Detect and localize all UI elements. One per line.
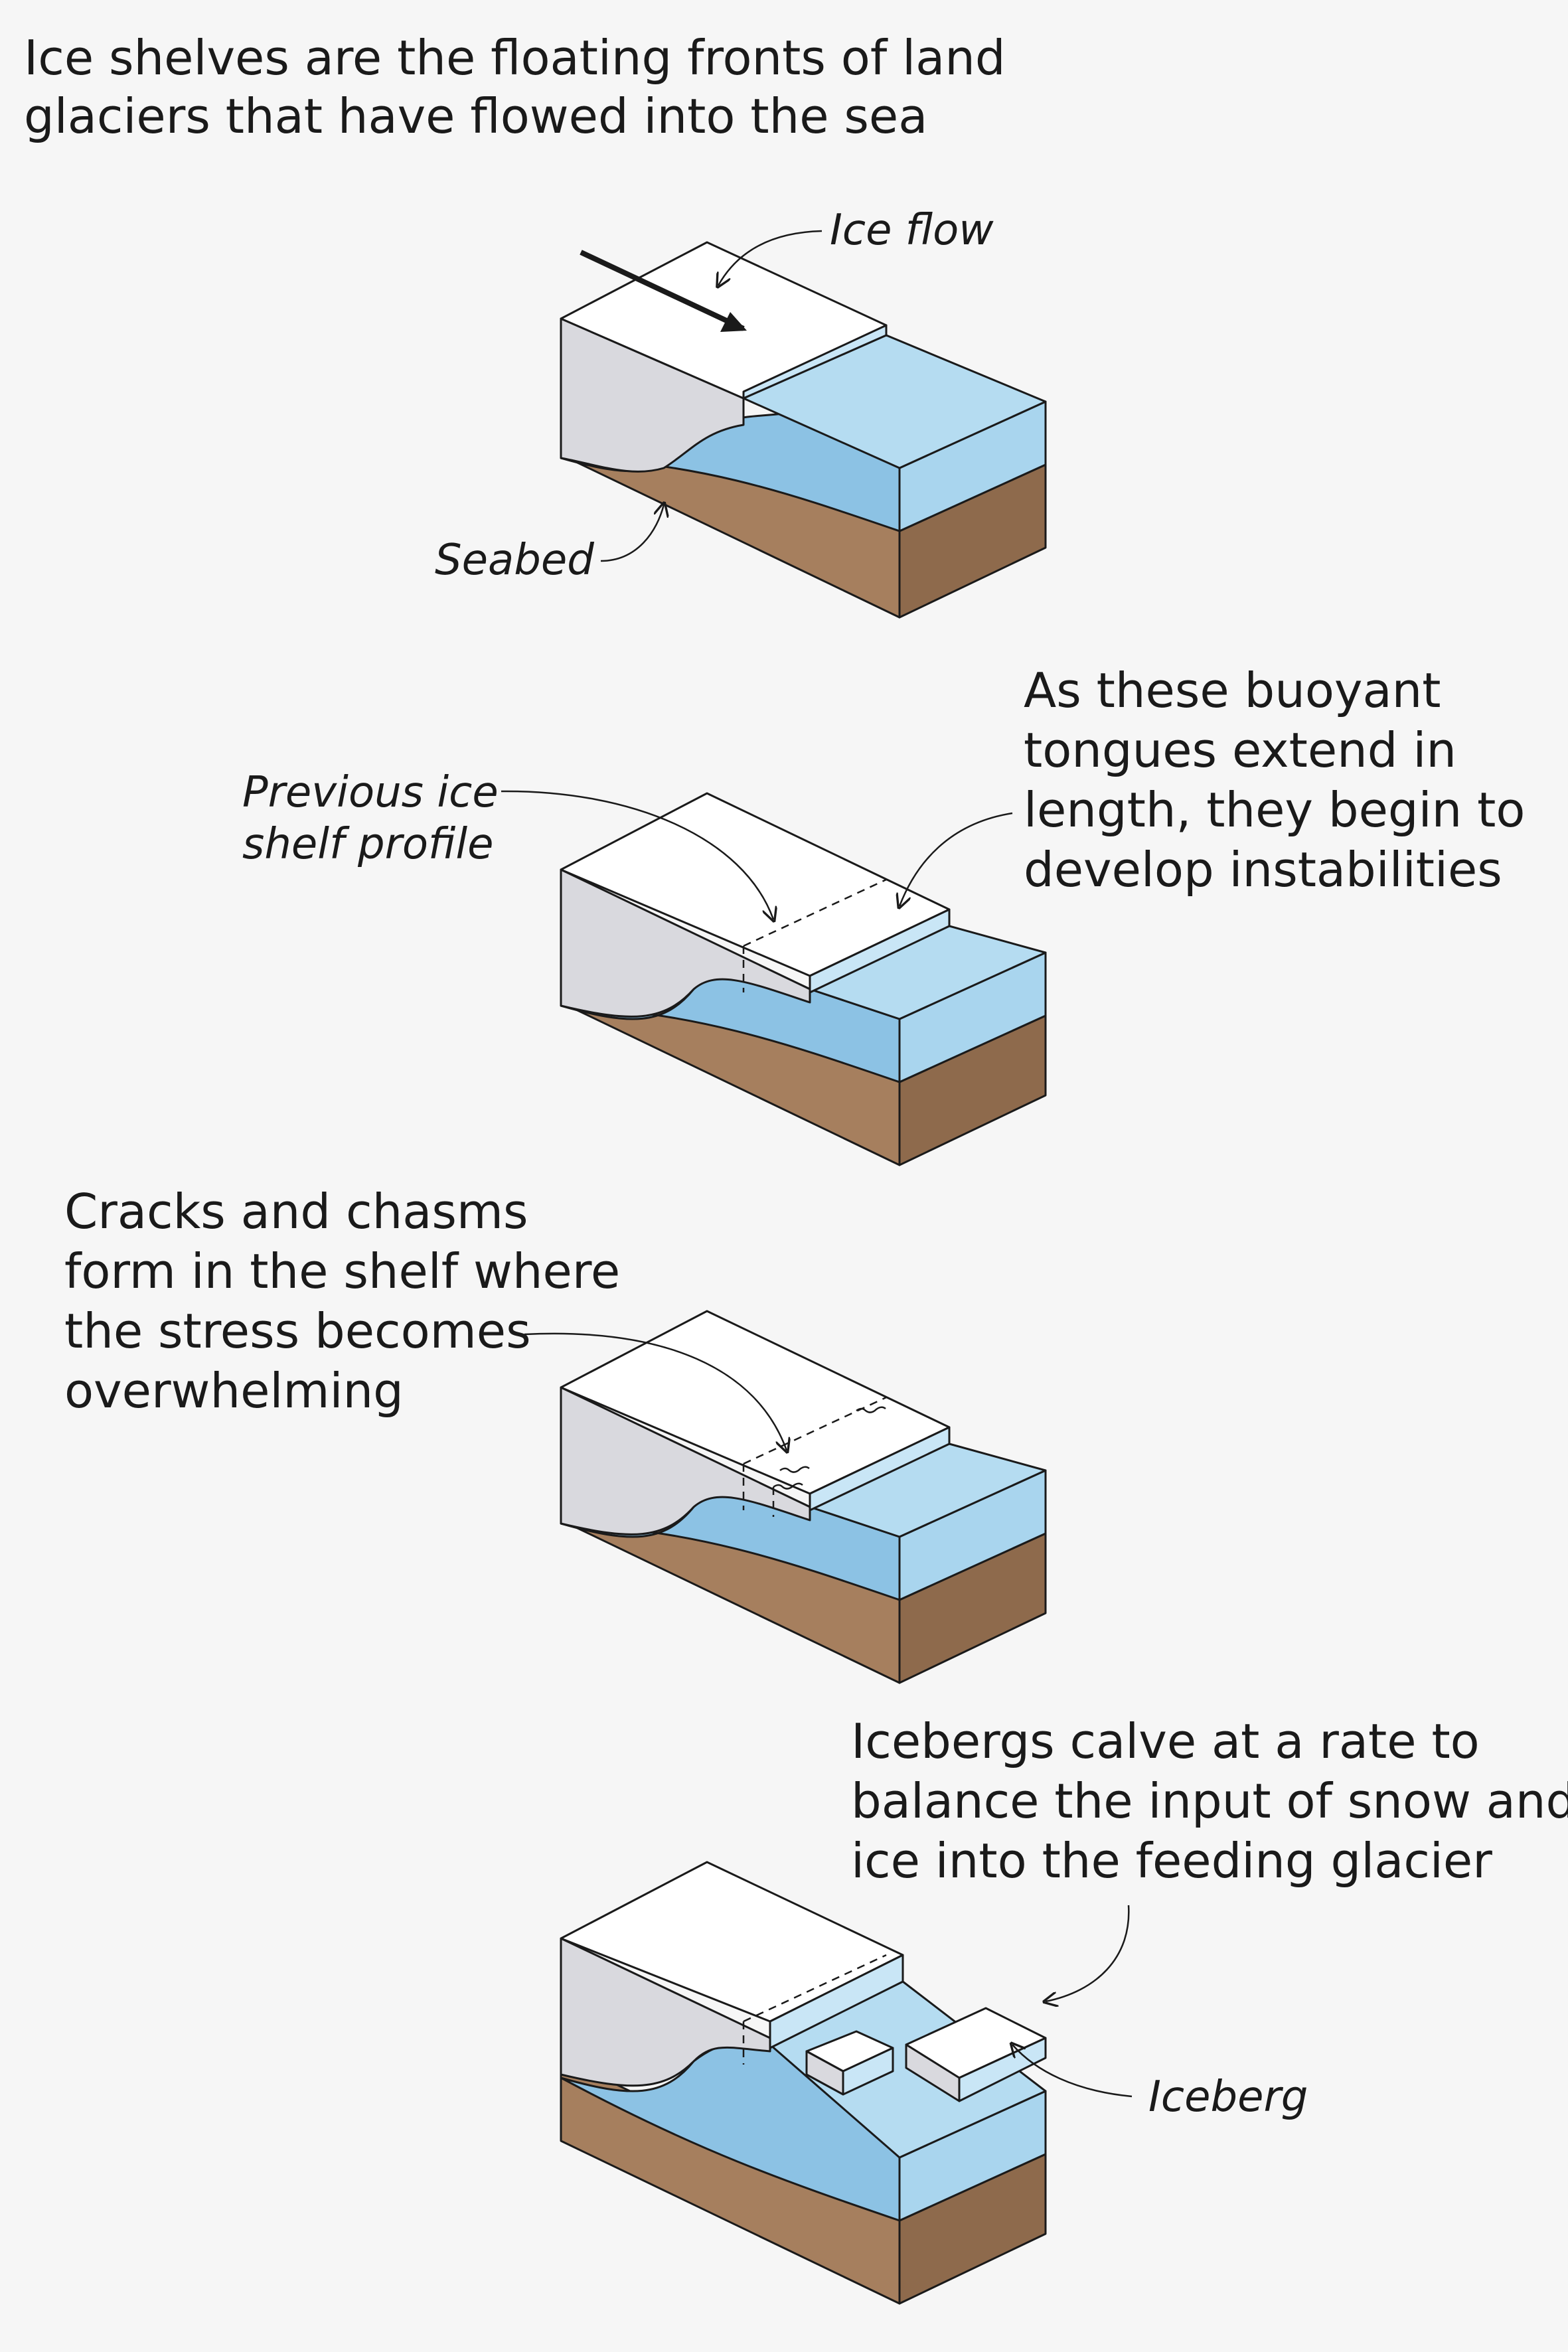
panel-2-extending-tongue: Previous ice shelf profile As these buoy…: [242, 663, 1525, 1165]
ice-flow-label: Ice flow: [830, 206, 994, 255]
cracks-note-line-3: the stress becomes: [64, 1303, 531, 1359]
iceberg-label: Iceberg: [1148, 2073, 1308, 2122]
cracks-note-line-2: form in the shelf where: [64, 1243, 620, 1299]
tongue-note-line-1: As these buoyant: [1024, 663, 1441, 718]
cracks-note-line-4: overwhelming: [64, 1363, 404, 1419]
tongue-note-line-4: develop instabilities: [1024, 842, 1502, 898]
seabed-label: Seabed: [435, 536, 594, 585]
calving-note-line-2: balance the input of snow and: [851, 1773, 1568, 1829]
title-line-1: Ice shelves are the floating fronts of l…: [24, 30, 1006, 86]
tongue-note-line-2: tongues extend in: [1024, 722, 1456, 778]
seabed-leader: [601, 505, 664, 561]
calving-note-line-3: ice into the feeding glacier: [851, 1833, 1492, 1889]
calving-leader: [1046, 1905, 1129, 2001]
previous-profile-label-2: shelf profile: [242, 820, 494, 869]
cracks-note-line-1: Cracks and chasms: [64, 1184, 528, 1239]
calving-note-line-1: Icebergs calve at a rate to: [851, 1713, 1480, 1769]
tongue-note-line-3: length, they begin to: [1024, 782, 1525, 838]
panel-4-calving: Icebergs calve at a rate to balance the …: [561, 1713, 1568, 2304]
tongue-note-leader: [900, 813, 1012, 906]
title-line-2: glaciers that have flowed into the sea: [24, 88, 927, 144]
panel-1-initial-shelf: Ice flow Seabed: [435, 206, 1046, 617]
panel-3-cracks: Cracks and chasms form in the shelf wher…: [64, 1184, 1046, 1683]
previous-profile-label-1: Previous ice: [242, 768, 499, 817]
